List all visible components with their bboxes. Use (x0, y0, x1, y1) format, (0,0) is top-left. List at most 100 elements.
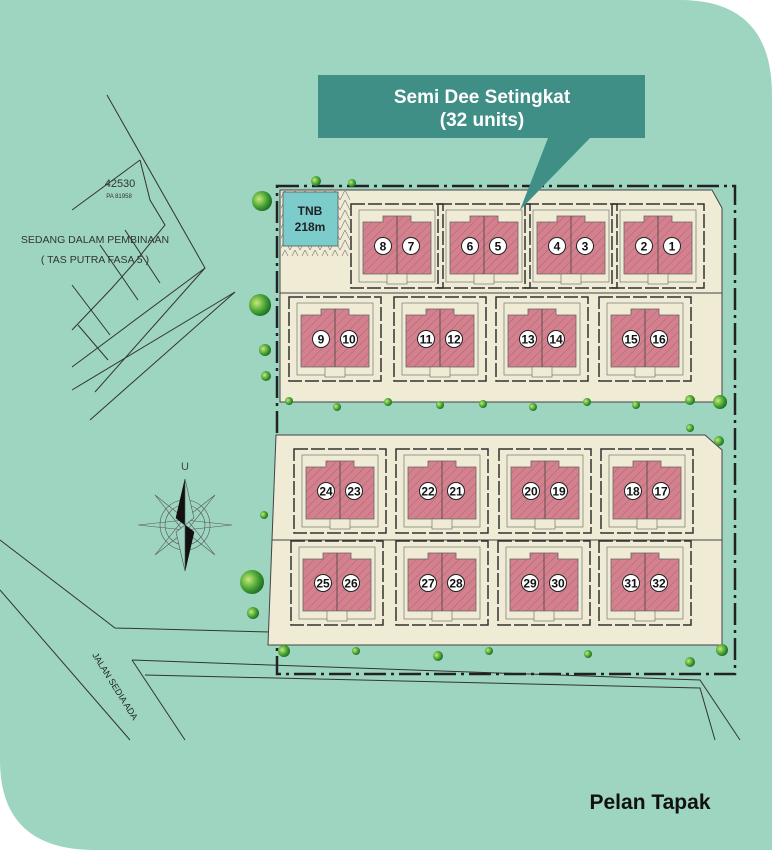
plot-outline (598, 540, 692, 626)
unit-number-badge (522, 482, 540, 500)
plot-outline (600, 448, 694, 534)
unit-number-badge (461, 237, 479, 255)
neighbour-lot-lines (0, 94, 741, 741)
unit-number-badge (417, 330, 435, 348)
tree-icon (436, 401, 444, 409)
tnb-size: 218m (295, 220, 326, 234)
unit-number: 9 (318, 333, 325, 347)
unit-number: 12 (447, 333, 461, 347)
tree-icon (714, 436, 724, 446)
tree-icon (252, 191, 272, 211)
neighbour-name: ( TAS PUTRA FASA 5 ) (41, 254, 149, 266)
tree-icon (713, 395, 727, 409)
unit-number-badge (447, 482, 465, 500)
unit-number-badge (314, 574, 332, 592)
unit-number: 30 (551, 577, 565, 591)
tree-icon (352, 647, 360, 655)
porch (531, 366, 553, 378)
tree-icon (433, 651, 443, 661)
unit-number: 11 (420, 333, 433, 347)
porch (431, 610, 453, 622)
unit-number-badge (548, 237, 566, 255)
porch (636, 518, 658, 530)
unit-number: 17 (654, 485, 668, 499)
unit-number: 15 (624, 333, 638, 347)
tree-icon (583, 398, 591, 406)
tnb-label: TNB (298, 204, 323, 218)
callout-subtitle: (32 units) (440, 110, 524, 131)
unit-number: 31 (624, 577, 638, 591)
plot-outline (288, 296, 382, 382)
unit-number: 1 (669, 240, 676, 254)
porch (386, 273, 408, 285)
tree-icon (333, 403, 341, 411)
unit-pair[interactable]: 9 10 (288, 296, 382, 382)
tree-icon (384, 398, 392, 406)
tree-icon (240, 570, 264, 594)
tree-icon (529, 403, 537, 411)
unit-number-badge (624, 482, 642, 500)
unit-number-badge (547, 330, 565, 348)
unit-number-badge (342, 574, 360, 592)
tree-icon (260, 511, 268, 519)
tree-icon (716, 644, 728, 656)
unit-number: 18 (626, 485, 640, 499)
unit-pair[interactable]: 11 12 (393, 296, 487, 382)
unit-number: 4 (554, 240, 561, 254)
unit-number-badge (635, 237, 653, 255)
plan-title: Pelan Tapak (590, 791, 711, 814)
unit-number: 7 (408, 240, 415, 254)
unit-number-badge (419, 482, 437, 500)
unit-number-badge (521, 574, 539, 592)
unit-number-badge (663, 237, 681, 255)
unit-number-badge (622, 574, 640, 592)
unit-number-badge (489, 237, 507, 255)
unit-pair[interactable]: 22 21 (395, 448, 489, 534)
tree-icon (686, 424, 694, 432)
unit-number-badge (312, 330, 330, 348)
unit-number: 24 (319, 485, 333, 499)
tree-icon (584, 650, 592, 658)
porch (324, 366, 346, 378)
plot-outline (290, 540, 384, 626)
porch (533, 610, 555, 622)
lot-ref: PA 81958 (106, 194, 132, 200)
unit-pair[interactable]: 24 23 (293, 448, 387, 534)
plot-outline (495, 296, 589, 382)
plot-outline (437, 203, 531, 289)
porch (647, 273, 669, 285)
unit-number: 10 (342, 333, 356, 347)
unit-number-badge (419, 574, 437, 592)
unit-number-badge (550, 482, 568, 500)
porch (431, 518, 453, 530)
unit-number-badge (549, 574, 567, 592)
tree-icon (278, 645, 290, 657)
unit-number: 8 (380, 240, 387, 254)
unit-number: 21 (449, 485, 463, 499)
unit-number-badge (445, 330, 463, 348)
unit-number: 19 (552, 485, 566, 499)
tree-icon (285, 397, 293, 405)
unit-number-badge (402, 237, 420, 255)
unit-number-badge (519, 330, 537, 348)
callout: Semi Dee Setingkat (32 units) (318, 75, 645, 210)
unit-number: 26 (344, 577, 358, 591)
unit-number-badge (374, 237, 392, 255)
tree-icon (632, 401, 640, 409)
unit-number: 23 (347, 485, 361, 499)
unit-number-badge (317, 482, 335, 500)
trees-layer (240, 176, 728, 667)
unit-number: 22 (421, 485, 435, 499)
